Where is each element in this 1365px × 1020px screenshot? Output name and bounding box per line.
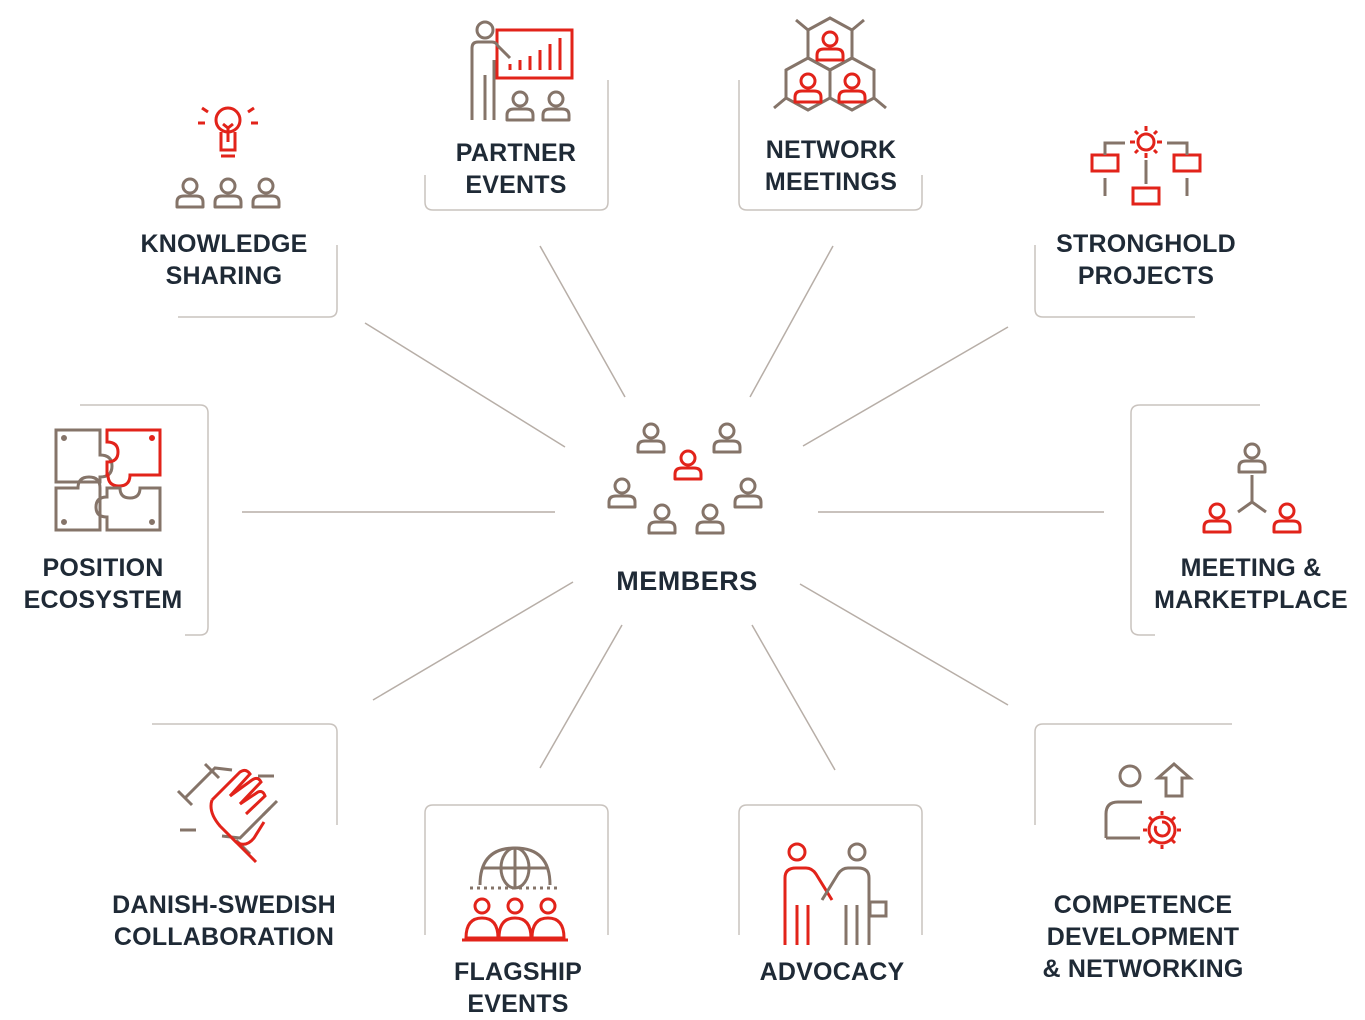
frame-flagship-events: [424, 804, 609, 935]
label-line: & NETWORKING: [1042, 955, 1244, 983]
label-line: EVENTS: [465, 171, 567, 199]
label-line: MARKETPLACE: [1154, 586, 1348, 614]
label-competence-development: COMPETENCE DEVELOPMENT & NETWORKING: [1043, 889, 1244, 985]
frames: [80, 80, 1260, 935]
spoke-flagship-events: [539, 624, 623, 769]
label-line: NETWORK: [765, 136, 897, 164]
frame-position-ecosystem: [80, 404, 209, 636]
members-group-icon: [607, 422, 763, 535]
label-stronghold-projects: STRONGHOLD PROJECTS: [1056, 228, 1236, 292]
spoke-stronghold-projects: [802, 326, 1009, 447]
hexagon-network-icon: [773, 16, 887, 112]
label-line: STRONGHOLD: [1056, 230, 1236, 258]
spoke-competence: [799, 583, 1009, 706]
org-hierarchy-icon: [1202, 442, 1302, 534]
label-partner-events: PARTNER EVENTS: [456, 137, 576, 201]
lightbulb-audience-icon: [175, 106, 281, 209]
label-line: MEETING &: [1180, 554, 1322, 582]
puzzle-icon: [54, 428, 162, 532]
label-line: PROJECTS: [1077, 262, 1215, 290]
frame-knowledge-sharing: [178, 245, 338, 318]
label-line: DANISH-SWEDISH: [112, 891, 336, 919]
label-flagship-events: FLAGSHIP EVENTS: [454, 956, 582, 1020]
frame-competence: [1034, 723, 1232, 825]
person-gear-arrow-icon: [1104, 762, 1194, 849]
spoke-danish-swedish: [372, 581, 574, 701]
spoke-partner-events: [539, 245, 626, 398]
frame-network-meetings: [738, 80, 923, 211]
label-line: DEVELOPMENT: [1046, 923, 1240, 951]
presenter-chart-icon: [470, 20, 574, 122]
label-meeting-marketplace: MEETING & MARKETPLACE: [1154, 552, 1348, 616]
label-line: PARTNER: [455, 139, 577, 167]
label-knowledge-sharing: KNOWLEDGE SHARING: [140, 228, 307, 292]
label-line: MEETINGS: [764, 168, 898, 196]
label-position-ecosystem: POSITION ECOSYSTEM: [24, 552, 183, 616]
label-danish-swedish: DANISH-SWEDISH COLLABORATION: [112, 889, 336, 953]
frame-advocacy: [738, 804, 923, 935]
label-line: ADVOCACY: [759, 958, 905, 986]
label-advocacy: ADVOCACY: [760, 956, 905, 988]
gear-flowchart-icon: [1090, 126, 1202, 206]
spoke-advocacy: [751, 624, 836, 771]
label-line: COMPETENCE: [1053, 891, 1233, 919]
spoke-knowledge-sharing: [364, 322, 566, 448]
label-network-meetings: NETWORK MEETINGS: [765, 134, 897, 198]
frame-danish-swedish: [152, 723, 338, 825]
frame-partner-events: [424, 80, 609, 211]
globe-people-icon: [462, 846, 568, 942]
label-line: SHARING: [165, 262, 283, 290]
spoke-network-meetings: [749, 245, 834, 398]
label-line: ECOSYSTEM: [23, 586, 183, 614]
spokes: [242, 245, 1104, 771]
frame-meeting-marketplace: [1130, 404, 1260, 636]
frame-stronghold-projects: [1034, 245, 1195, 318]
label-line: COLLABORATION: [113, 923, 335, 951]
hands-chain-icon: [176, 762, 279, 864]
label-line: POSITION: [42, 554, 164, 582]
label-line: EVENTS: [467, 990, 569, 1018]
label-line: FLAGSHIP: [454, 958, 582, 986]
center-label-members: MEMBERS: [616, 566, 758, 596]
handshake-icon: [783, 842, 888, 945]
label-line: KNOWLEDGE: [140, 230, 308, 258]
